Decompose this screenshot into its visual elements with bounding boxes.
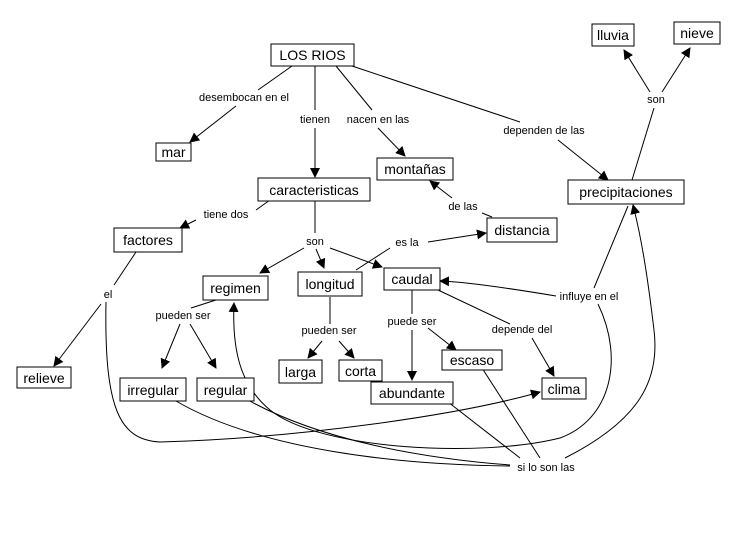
edge-esla-distancia [427,229,487,243]
concept-caudal-label: caudal [391,271,432,287]
edge-son-regimen [259,247,305,274]
concept-larga-label: larga [285,364,316,380]
concept-abundante-label: abundante [379,385,445,401]
concept-factores-label: factores [123,232,173,248]
concept-mar[interactable]: mar [155,142,192,162]
link-tienen: tienen [300,114,330,126]
edge-irregular-silosonlas [175,400,511,467]
concept-nieve-label: nieve [680,25,714,41]
edge-puedenser-regular [189,323,217,369]
link-pueden-ser-1: pueden ser [155,310,210,322]
link-nacen: nacen en las [347,114,410,126]
concept-factores[interactable]: factores [113,227,183,253]
link-depende-del: depende del [492,324,553,336]
edge-longitud-esla [355,247,391,271]
concept-caracteristicas-label: caracteristicas [269,182,358,198]
edge-regimen-puedenser [190,299,217,309]
edges [53,47,691,467]
concept-caracteristicas[interactable]: caracteristicas [257,177,371,202]
edge-dependen-precipitaciones [557,139,609,181]
concept-regular[interactable]: regular [196,377,255,402]
edge-precipitaciones-son [631,107,655,181]
concept-caudal[interactable]: caudal [383,267,441,291]
concept-nieve[interactable]: nieve [673,21,721,45]
concept-corta[interactable]: corta [338,359,383,382]
link-son-top: son [647,94,665,106]
edge-puedenser-larga [307,340,323,359]
concept-longitud[interactable]: longitud [297,271,363,297]
concept-los-rios-label: LOS RIOS [279,47,345,63]
edge-tienedos-factores [179,219,197,229]
edge-silosonlas-precipitaciones [564,204,656,459]
edge-puedeser-escaso [427,327,457,351]
link-labels: desembocan en el tienen nacen en las dep… [104,92,665,474]
concept-abundante[interactable]: abundante [370,381,454,405]
edge-son-longitud [315,248,326,269]
link-pueden-ser-2: pueden ser [301,325,356,337]
link-son-mid: son [306,236,324,248]
link-de-las: de las [448,201,478,213]
concept-clima-label: clima [548,381,581,397]
edge-puedenser-corta [338,340,355,359]
concept-precipitaciones-label: precipitaciones [579,184,672,200]
concept-precipitaciones[interactable]: precipitaciones [567,179,685,205]
link-influye: influye en el [560,291,619,303]
link-dependen: dependen de las [503,125,585,137]
edge-abundante-silosonlas [447,401,521,459]
edge-desembocan-mar [189,105,237,143]
edge-influye-caudal [439,276,557,297]
concept-distancia[interactable]: distancia [486,217,558,243]
edge-rios-nacen [335,65,373,111]
edge-nacen-montanas [377,127,406,157]
edge-dependedel-clima [531,337,555,377]
edge-son-nieve [661,47,691,93]
link-es-la: es la [395,237,419,249]
concept-regimen-label: regimen [210,280,261,296]
edge-precipitaciones-influye [593,205,629,289]
link-puede-ser: puede ser [388,316,437,328]
concept-clima[interactable]: clima [541,377,587,400]
edge-influye-regimen [228,302,612,450]
concept-distancia-label: distancia [494,222,549,238]
edge-caudal-dependedel [437,289,511,325]
concept-irregular[interactable]: irregular [119,377,187,402]
concept-escaso-label: escaso [450,352,495,368]
edge-rios-desembocan [257,65,293,91]
link-desembocan: desembocan en el [199,92,289,104]
concept-larga[interactable]: larga [278,359,323,384]
edge-regular-silosonlas [247,399,511,466]
concept-montanas-label: montañas [384,161,445,177]
concept-regular-label: regular [204,382,248,398]
edge-factores-el [113,251,137,286]
concept-escaso[interactable]: escaso [441,349,503,371]
concept-lluvia[interactable]: lluvia [591,23,635,47]
concept-montanas[interactable]: montañas [376,157,454,181]
edge-son-caudal [329,247,383,269]
concept-mar-label: mar [161,144,185,160]
concept-corta-label: corta [345,363,376,379]
link-tiene-dos: tiene dos [204,209,249,221]
edge-rios-dependen [351,65,521,123]
link-si-lo-son: si lo son las [517,462,575,474]
edge-son-lluvia [623,49,651,93]
concept-lluvia-label: lluvia [597,27,629,43]
concept-longitud-label: longitud [305,276,354,292]
edge-puedenser-irregular [160,323,181,369]
concept-regimen[interactable]: regimen [202,275,269,301]
edge-distancia-delas [481,212,493,218]
edge-caracteristicas-tienedos [255,199,271,211]
concept-relieve-label: relieve [23,370,64,386]
edge-escaso-silosonlas [481,367,541,459]
link-el: el [104,289,113,301]
concept-irregular-label: irregular [127,382,179,398]
edge-delas-montanas [429,180,453,199]
edge-el-clima [105,301,541,443]
edge-el-relieve [53,303,102,367]
concepts: LOS RIOS mar montañas precipitaciones ll… [16,21,721,405]
concept-relieve[interactable]: relieve [16,366,72,389]
concept-los-rios[interactable]: LOS RIOS [270,43,355,67]
